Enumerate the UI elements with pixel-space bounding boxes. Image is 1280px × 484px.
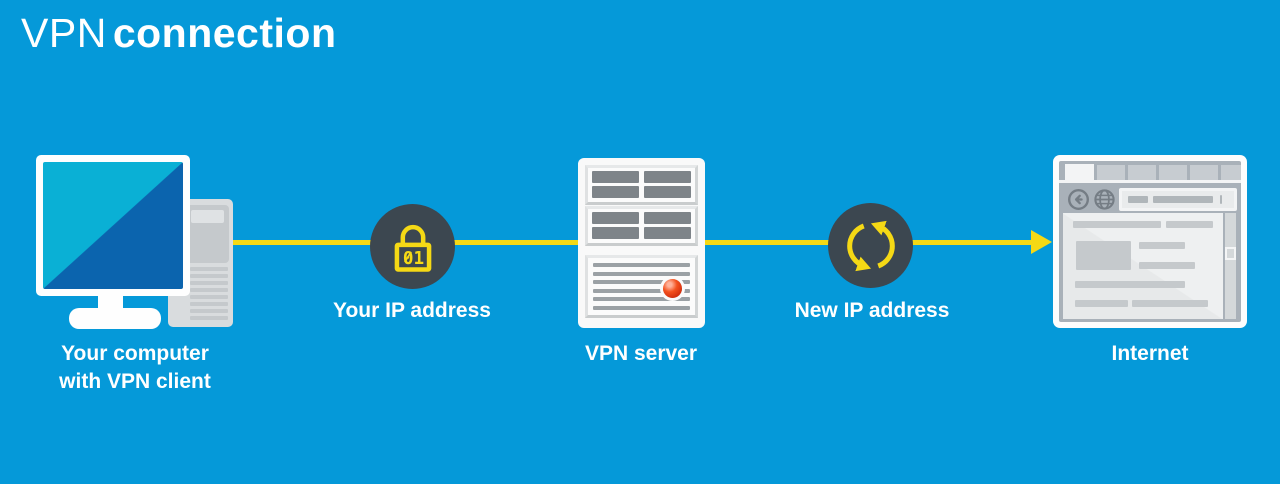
server-rack-panel xyxy=(585,165,698,205)
browser-tab xyxy=(1190,165,1218,180)
browser-tab xyxy=(1097,165,1125,180)
page-content-placeholder xyxy=(1063,213,1223,319)
browser-chrome xyxy=(1059,161,1241,322)
tower-drive-slot xyxy=(191,210,224,223)
refresh-icon-svg xyxy=(846,220,895,271)
refresh-icon xyxy=(828,203,913,288)
lock-icon-svg: 01 xyxy=(394,224,431,272)
scrollbar xyxy=(1225,213,1236,319)
monitor-stand-base xyxy=(69,308,161,329)
monitor-screen xyxy=(43,162,183,289)
browser-active-tab xyxy=(1065,164,1094,183)
vpn-server-label: VPN server xyxy=(584,342,698,365)
scrollbar-handle xyxy=(1225,247,1236,260)
tower-drive-panel xyxy=(186,205,229,263)
title-emphasis: connection xyxy=(112,10,337,56)
lock-digits: 01 xyxy=(402,249,423,269)
arrowhead-icon xyxy=(1031,230,1052,254)
computer-label-line1: Your computer xyxy=(61,342,209,365)
lock-icon: 01 xyxy=(370,204,455,289)
server-vent-panel xyxy=(585,255,698,318)
vpn-server-illustration xyxy=(578,158,705,328)
new-ip-label: New IP address xyxy=(794,299,950,322)
computer-label-line2: with VPN client xyxy=(59,370,211,393)
internet-label: Internet xyxy=(1111,342,1189,365)
browser-window-illustration xyxy=(1053,155,1247,328)
tower-vents xyxy=(190,267,228,320)
title-prefix: VPN xyxy=(21,10,107,56)
server-rack-panel xyxy=(585,206,698,246)
browser-tab-strip xyxy=(1059,180,1241,183)
monitor-stand-neck xyxy=(98,294,123,312)
globe-icon xyxy=(1093,188,1116,216)
address-bar xyxy=(1119,188,1237,211)
computer-monitor-illustration xyxy=(36,155,190,296)
browser-tab xyxy=(1159,165,1187,180)
server-status-led xyxy=(663,279,682,298)
your-ip-label: Your IP address xyxy=(333,299,491,322)
computer-label: Your computer with VPN client xyxy=(15,340,255,396)
browser-tab xyxy=(1221,165,1241,180)
back-icon xyxy=(1067,188,1090,216)
browser-tab xyxy=(1128,165,1156,180)
